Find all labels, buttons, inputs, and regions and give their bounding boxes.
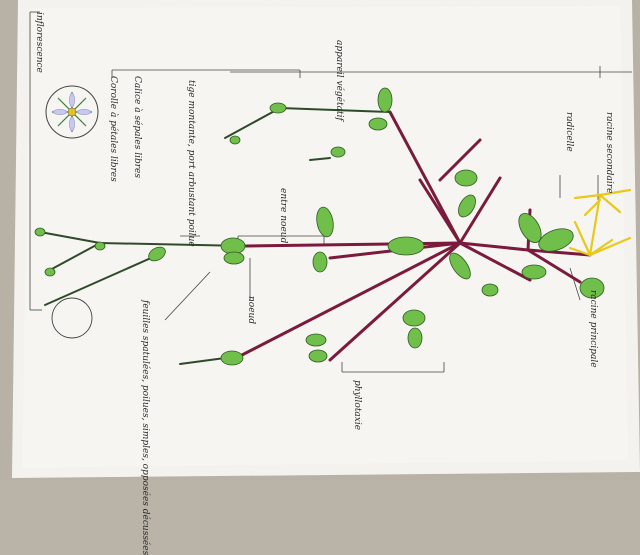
label-phyllotaxie: phyllotaxie bbox=[352, 380, 362, 431]
flower-icon bbox=[45, 85, 99, 139]
photo-scene: inflorescence Corolle à pétales libres C… bbox=[12, 0, 640, 555]
label-calice: Calice à sépales libres bbox=[132, 76, 142, 178]
label-appareil-vegetatif: appareil végétatif bbox=[334, 40, 344, 121]
label-racine-principale: racine principale bbox=[588, 290, 598, 368]
annotation-lines bbox=[29, 11, 632, 373]
drawing-canvas bbox=[12, 0, 640, 478]
label-noeud: noeud bbox=[246, 296, 256, 325]
label-radicelle: radicelle bbox=[564, 112, 574, 152]
flower-detail-circle bbox=[51, 297, 93, 339]
plant-stems bbox=[238, 110, 592, 362]
label-entre-noeud: entre noeud bbox=[278, 188, 288, 244]
plant-leaves bbox=[34, 87, 605, 366]
label-corolle: Corolle à pétales libres bbox=[108, 76, 118, 182]
label-inflorescence: inflorescence bbox=[34, 12, 44, 73]
plant-roots bbox=[568, 188, 632, 257]
label-tige: tige montante, port arbustant poilue bbox=[186, 80, 196, 247]
label-feuilles: feuilles spatulées, poilues, simples, op… bbox=[140, 300, 150, 555]
label-racine-secondaire: racine secondaire bbox=[604, 112, 614, 194]
paper-inner bbox=[22, 6, 628, 468]
